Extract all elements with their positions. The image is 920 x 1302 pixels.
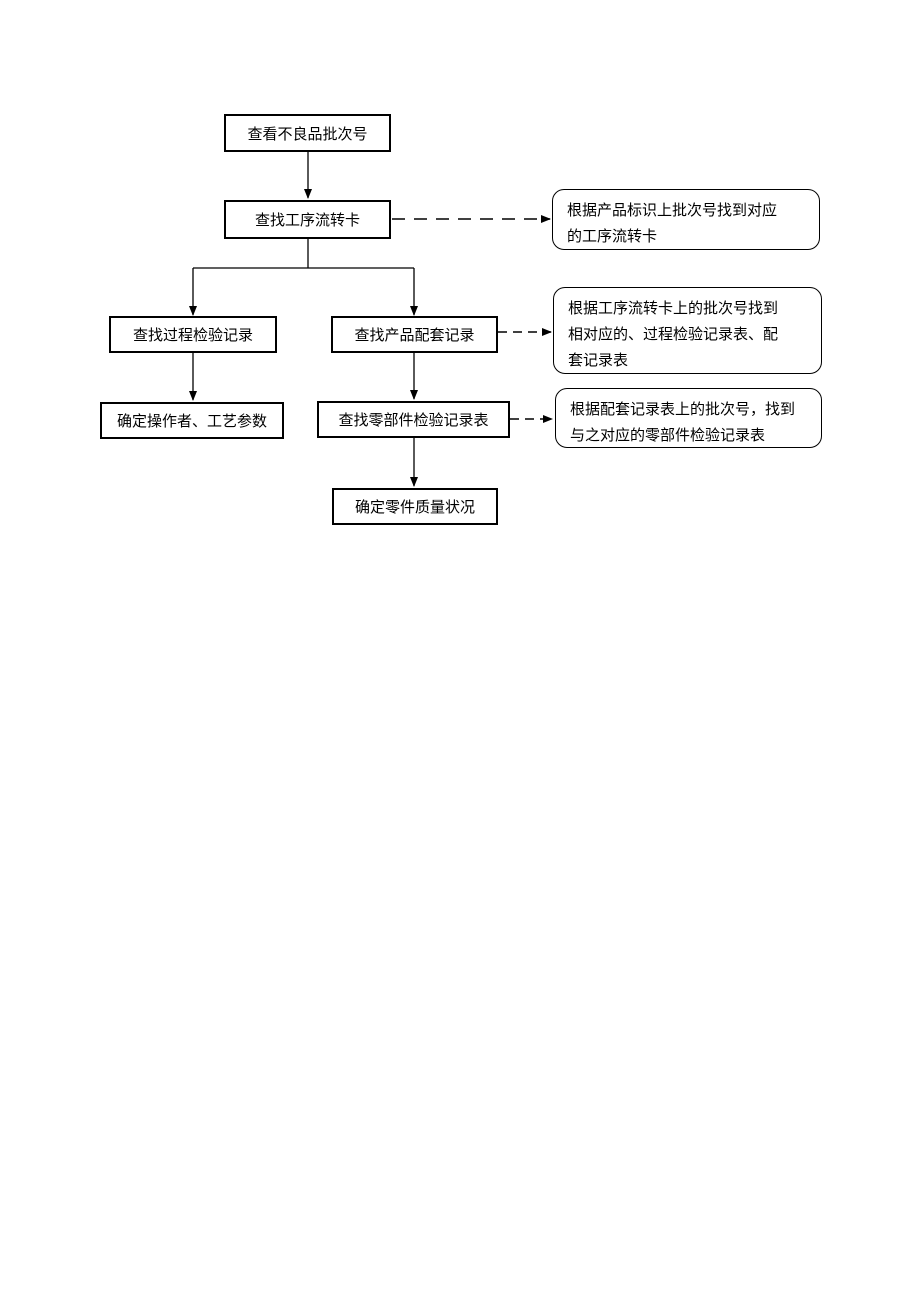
step-label: 查找零部件检验记录表 bbox=[338, 411, 489, 429]
note-line: 根据产品标识上批次号找到对应 bbox=[567, 201, 778, 219]
step-find-matching-record: 查找产品配套记录 bbox=[331, 316, 498, 353]
step-check-batch: 查看不良品批次号 bbox=[224, 114, 391, 152]
note-line: 根据工序流转卡上的批次号找到 bbox=[568, 299, 779, 317]
step-label: 查找工序流转卡 bbox=[254, 211, 360, 229]
note-matching: 根据工序流转卡上的批次号找到 相对应的、过程检验记录表、配 套记录表 bbox=[553, 287, 822, 374]
step-confirm-operator: 确定操作者、工艺参数 bbox=[100, 402, 284, 439]
note-line: 套记录表 bbox=[568, 351, 629, 369]
note-line: 相对应的、过程检验记录表、配 bbox=[568, 325, 779, 343]
step-label: 确定零件质量状况 bbox=[354, 498, 475, 516]
note-line: 与之对应的零部件检验记录表 bbox=[570, 426, 766, 444]
step-label: 查看不良品批次号 bbox=[247, 124, 368, 143]
step-confirm-quality: 确定零件质量状况 bbox=[332, 488, 498, 525]
step-find-parts-record: 查找零部件检验记录表 bbox=[317, 401, 510, 438]
note-line: 根据配套记录表上的批次号，找到 bbox=[570, 400, 796, 418]
step-label: 确定操作者、工艺参数 bbox=[116, 412, 267, 430]
note-card: 根据产品标识上批次号找到对应 的工序流转卡 bbox=[552, 189, 820, 250]
note-line: 的工序流转卡 bbox=[567, 227, 658, 245]
step-label: 查找过程检验记录 bbox=[132, 326, 253, 344]
step-label: 查找产品配套记录 bbox=[354, 326, 475, 344]
step-find-card: 查找工序流转卡 bbox=[224, 200, 391, 239]
note-parts: 根据配套记录表上的批次号，找到 与之对应的零部件检验记录表 bbox=[555, 388, 822, 448]
step-find-process-record: 查找过程检验记录 bbox=[109, 316, 277, 353]
